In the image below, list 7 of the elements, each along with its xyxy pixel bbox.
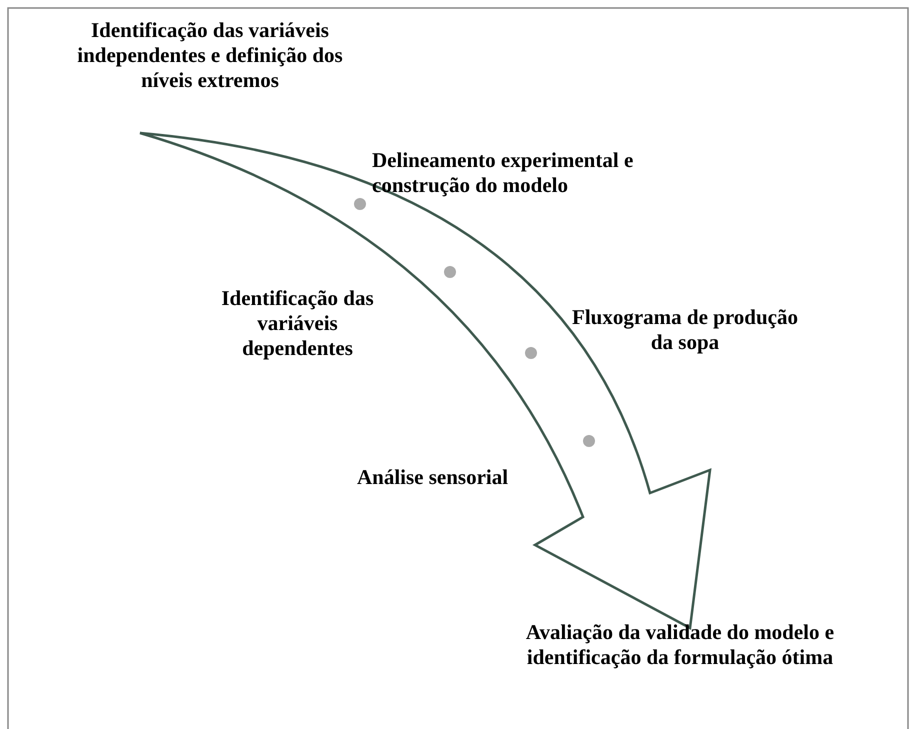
- step-label: Identificação das variáveis dependentes: [220, 286, 375, 361]
- step-text: Avaliação da validade do modelo e identificação da formulação ótima: [470, 620, 890, 670]
- step-label: Análise sensorial: [357, 465, 510, 490]
- step-text: Identificação das variáveis independentes e definição dos níveis extremos: [55, 18, 365, 93]
- step-label: Delineamento experimental e construção do modelo: [372, 148, 634, 198]
- curved-block-arrow: [138, 132, 712, 630]
- step-label: Fluxograma de produção da sopa: [571, 305, 799, 355]
